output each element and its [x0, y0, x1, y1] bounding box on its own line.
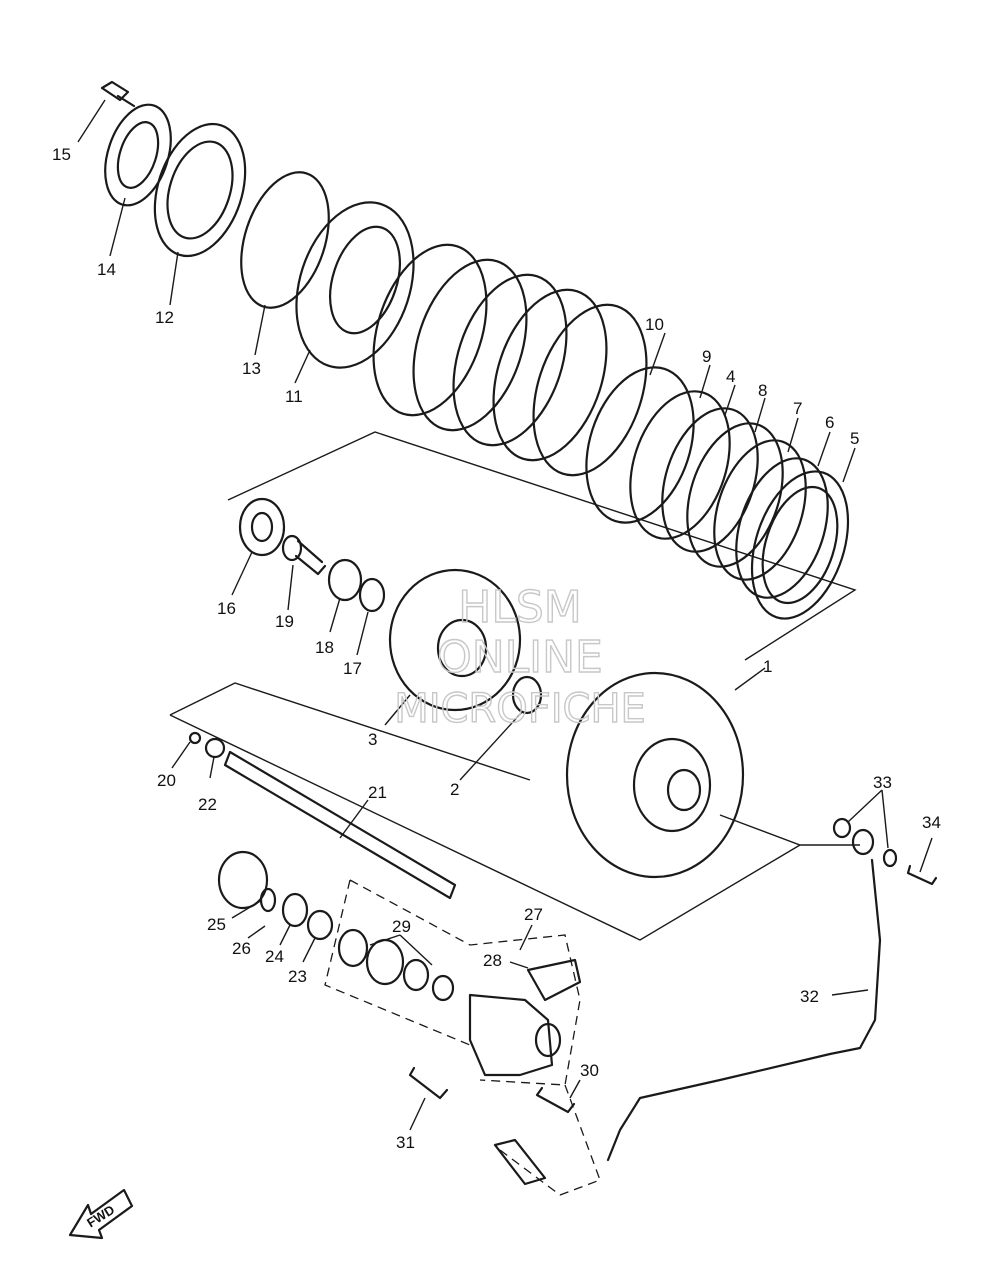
hose-32	[606, 858, 882, 1162]
piston-29b	[365, 938, 405, 986]
callout-30: 30	[580, 1061, 599, 1080]
clutch-hub-11	[295, 201, 415, 369]
collar-18	[327, 558, 363, 602]
spring-9	[629, 390, 731, 540]
clutch-pack-group-outline	[227, 431, 857, 661]
plate-stack	[372, 243, 648, 477]
callout-13: 13	[242, 359, 261, 378]
callout-12: 12	[155, 308, 174, 327]
callout-8: 8	[758, 381, 767, 400]
washer-17	[358, 577, 386, 613]
callout-33: 33	[873, 773, 892, 792]
callout-2: 2	[450, 780, 459, 799]
banjo-33	[851, 828, 875, 856]
washer-33a	[832, 817, 852, 839]
callout-27: 27	[524, 905, 543, 924]
spring-29c	[402, 958, 430, 992]
bolt-31	[408, 1066, 449, 1100]
hose-route-outline	[499, 1084, 601, 1196]
clutch-plate-12	[153, 122, 247, 258]
fwd-arrow: FWD	[68, 1188, 134, 1240]
callout-7: 7	[793, 399, 802, 418]
bearing-16	[238, 497, 286, 557]
callout-20: 20	[157, 771, 176, 790]
watermark-line2: ONLINE	[437, 632, 603, 683]
callout-9: 9	[702, 347, 711, 366]
watermark-line3: MICROFICHE	[394, 686, 646, 732]
clutch-housing-1-hub	[666, 768, 702, 812]
bolt-30	[535, 1086, 576, 1114]
callout-18: 18	[315, 638, 334, 657]
callout-labels: 1 2 3 4 5 6 7 8 9 10 11 12 13 14 15 16 1…	[52, 145, 941, 1152]
shaft-group-outline	[169, 682, 860, 941]
plate-5	[750, 470, 850, 620]
collar-23	[306, 909, 334, 941]
callout-1: 1	[763, 657, 772, 676]
callout-22: 22	[198, 795, 217, 814]
plate-5-inner	[761, 485, 839, 605]
callout-24: 24	[265, 947, 284, 966]
callout-23: 23	[288, 967, 307, 986]
seal-25	[217, 850, 269, 910]
callout-17: 17	[343, 659, 362, 678]
plate-10	[585, 366, 695, 524]
plate-6	[735, 457, 829, 599]
callout-4: 4	[726, 367, 735, 386]
callout-11: 11	[285, 387, 303, 406]
callout-5: 5	[850, 429, 859, 448]
seal-29a	[337, 928, 369, 968]
slave-cylinder-group-outline	[324, 879, 581, 1086]
o-ring-26	[259, 887, 277, 913]
callout-26: 26	[232, 939, 251, 958]
callout-19: 19	[275, 612, 294, 631]
boss-3-inner	[436, 618, 488, 678]
wire-ring-13	[240, 171, 330, 309]
watermark-line1: HLSM	[458, 582, 582, 633]
ball-22	[204, 737, 226, 759]
callout-10: 10	[645, 315, 664, 334]
bearing-16-inner	[250, 511, 274, 543]
bolt-19	[281, 534, 327, 576]
hose-fitting	[493, 1138, 547, 1186]
callout-21: 21	[368, 783, 387, 802]
spring-29d	[431, 974, 455, 1002]
clutch-hub-11-inner	[329, 225, 401, 335]
clutch-housing-1-inner	[632, 737, 712, 833]
clutch-plate-12-inner	[166, 140, 234, 240]
bush-24	[281, 892, 309, 928]
slave-cylinder-port	[534, 1022, 562, 1058]
clutch-housing-1	[565, 671, 745, 879]
callout-34: 34	[922, 813, 941, 832]
plate-8	[686, 422, 784, 568]
bolt-34	[906, 864, 938, 886]
thrust-washer-2	[511, 675, 543, 715]
bolt-15	[100, 80, 136, 108]
slave-cylinder-27	[468, 993, 554, 1077]
callout-25: 25	[207, 915, 226, 934]
callout-3: 3	[368, 730, 377, 749]
callout-15: 15	[52, 145, 71, 164]
ball-20	[188, 731, 202, 745]
boss-3	[388, 568, 522, 712]
callout-31: 31	[396, 1133, 415, 1152]
callout-29: 29	[392, 917, 411, 936]
washer-33b	[882, 848, 898, 868]
fwd-arrow-icon	[68, 1188, 134, 1240]
bleed-plate-28	[526, 958, 582, 1002]
watermark: HLSM ONLINE MICROFICHE	[393, 581, 646, 732]
callout-16: 16	[217, 599, 236, 618]
leader-lines	[77, 99, 933, 1131]
inner-ring-14	[116, 121, 160, 189]
pressure-plate-14	[104, 103, 172, 207]
callout-28: 28	[483, 951, 502, 970]
plate-7	[713, 439, 807, 581]
callout-6: 6	[825, 413, 834, 432]
callout-32: 32	[800, 987, 819, 1006]
callout-14: 14	[97, 260, 116, 279]
push-rod-21	[223, 750, 457, 900]
